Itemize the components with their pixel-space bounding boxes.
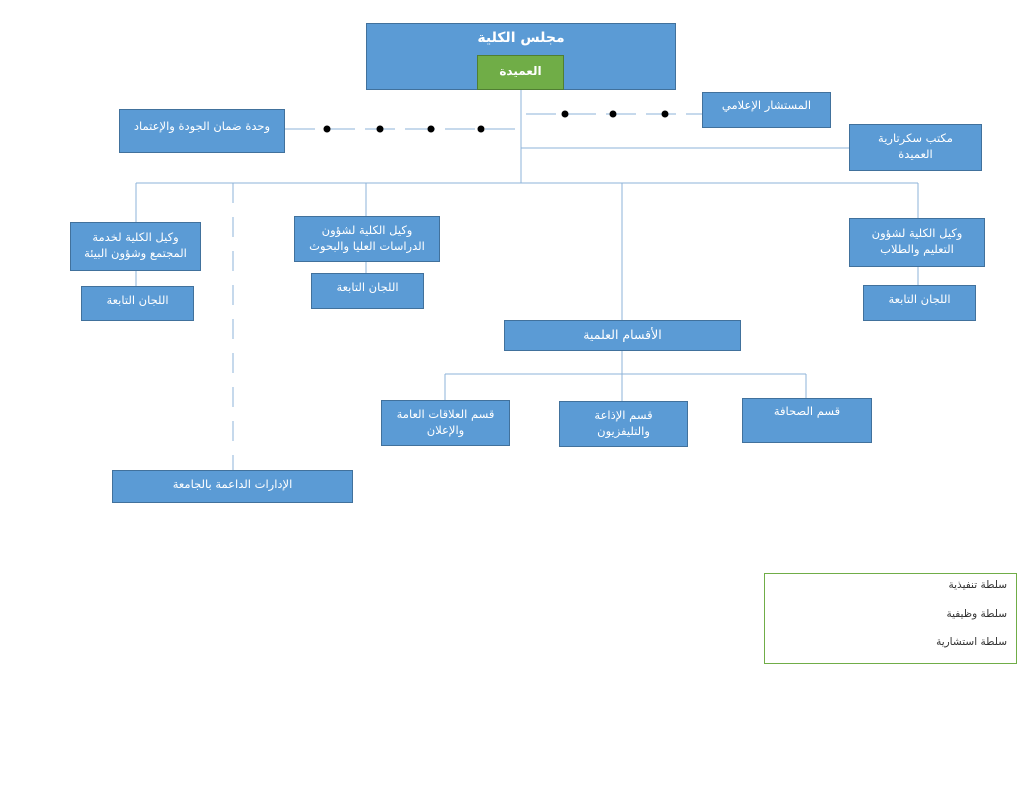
legend-advisory-label: سلطة استشارية — [936, 636, 1007, 648]
advisory-dot — [427, 125, 435, 133]
support-admin-label: الإدارات الداعمة بالجامعة — [172, 477, 293, 491]
dean-box: العميدة — [477, 55, 564, 90]
media-advisor-box: المستشار الإعلامي — [702, 92, 831, 128]
support-admin-box: الإدارات الداعمة بالجامعة — [112, 470, 353, 503]
vice-dean-community-label: وكيل الكلية لخدمة المجتمع وشؤون البيئة — [84, 230, 187, 260]
secretariat-label: مكتب سكرتارية العميدة — [878, 131, 953, 161]
quality-unit-box: وحدة ضمان الجودة والإعتماد — [119, 109, 285, 153]
college-council-title: مجلس الكلية — [477, 30, 565, 46]
vice-dean-education-label: وكيل الكلية لشؤون التعليم والطلاب — [871, 226, 963, 256]
broadcasting-dept-box: قسم الإذاعة والتليفزيون — [559, 401, 688, 447]
media-advisor-label: المستشار الإعلامي — [721, 98, 812, 112]
legend-functional-label: سلطة وظيفية — [946, 608, 1007, 620]
vice-dean-graduate-label: وكيل الكلية لشؤون الدراسات العليا والبحو… — [309, 223, 425, 253]
legend-box: سلطة تنفيذية سلطة وظيفية سلطة استشارية — [764, 573, 1017, 664]
advisory-dot — [477, 125, 485, 133]
committees-graduate-box: اللجان التابعة — [311, 273, 424, 309]
departments-box: الأقسام العلمية — [504, 320, 741, 351]
journalism-dept-box: قسم الصحافة — [742, 398, 872, 443]
quality-unit-label: وحدة ضمان الجودة والإعتماد — [133, 119, 271, 133]
vice-dean-community-box: وكيل الكلية لخدمة المجتمع وشؤون البيئة — [70, 222, 201, 271]
departments-label: الأقسام العلمية — [583, 327, 662, 342]
vice-dean-education-box: وكيل الكلية لشؤون التعليم والطلاب — [849, 218, 985, 267]
public-relations-dept-label: قسم العلاقات العامة والإعلان — [396, 407, 495, 437]
journalism-dept-label: قسم الصحافة — [773, 404, 841, 418]
legend-executive-label: سلطة تنفيذية — [948, 579, 1008, 591]
committees-community-label: اللجان التابعة — [106, 293, 169, 307]
advisory-dot — [561, 110, 569, 118]
advisory-dot — [609, 110, 617, 118]
committees-education-box: اللجان التابعة — [863, 285, 976, 321]
committees-graduate-label: اللجان التابعة — [336, 280, 399, 294]
secretariat-box: مكتب سكرتارية العميدة — [849, 124, 982, 171]
public-relations-dept-box: قسم العلاقات العامة والإعلان — [381, 400, 510, 446]
broadcasting-dept-label: قسم الإذاعة والتليفزيون — [594, 408, 653, 438]
advisory-dot — [376, 125, 384, 133]
vice-dean-graduate-box: وكيل الكلية لشؤون الدراسات العليا والبحو… — [294, 216, 440, 262]
committees-education-label: اللجان التابعة — [888, 292, 951, 306]
advisory-dot — [323, 125, 331, 133]
committees-community-box: اللجان التابعة — [81, 286, 194, 321]
advisory-dot — [661, 110, 669, 118]
